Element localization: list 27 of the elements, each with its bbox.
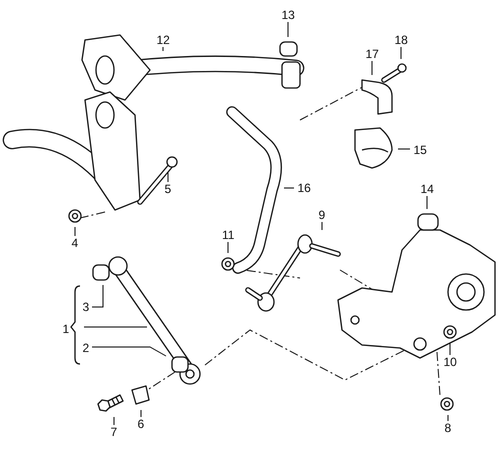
callout-number: 9 — [318, 209, 326, 221]
callout-number: 6 — [138, 418, 144, 430]
callout-number: 1 — [62, 323, 70, 335]
callout-number: 12 — [156, 34, 170, 46]
leader-line — [74, 226, 76, 236]
callout-number: 18 — [394, 34, 408, 46]
leader-line — [400, 46, 402, 60]
leader-line — [84, 326, 148, 328]
callout-number: 7 — [110, 426, 118, 438]
callout-number: 13 — [282, 9, 295, 21]
leader-line — [140, 410, 142, 418]
leader-line — [92, 284, 104, 308]
leader-line — [162, 46, 164, 52]
callout-number: 16 — [298, 182, 311, 194]
callout-number: 17 — [366, 48, 379, 60]
leader-line — [92, 346, 166, 356]
callout-number: 2 — [82, 342, 90, 354]
callout-number: 5 — [164, 183, 172, 195]
callout-number: 14 — [420, 183, 434, 195]
callout-number: 4 — [72, 237, 78, 249]
callout-number: 10 — [444, 356, 457, 368]
callout-number: 11 — [222, 229, 234, 241]
callout-number: 8 — [444, 422, 452, 434]
leader-line — [398, 148, 410, 150]
leader-line — [426, 196, 428, 210]
callout-number: 3 — [82, 301, 90, 313]
callout-number: 15 — [414, 144, 427, 156]
